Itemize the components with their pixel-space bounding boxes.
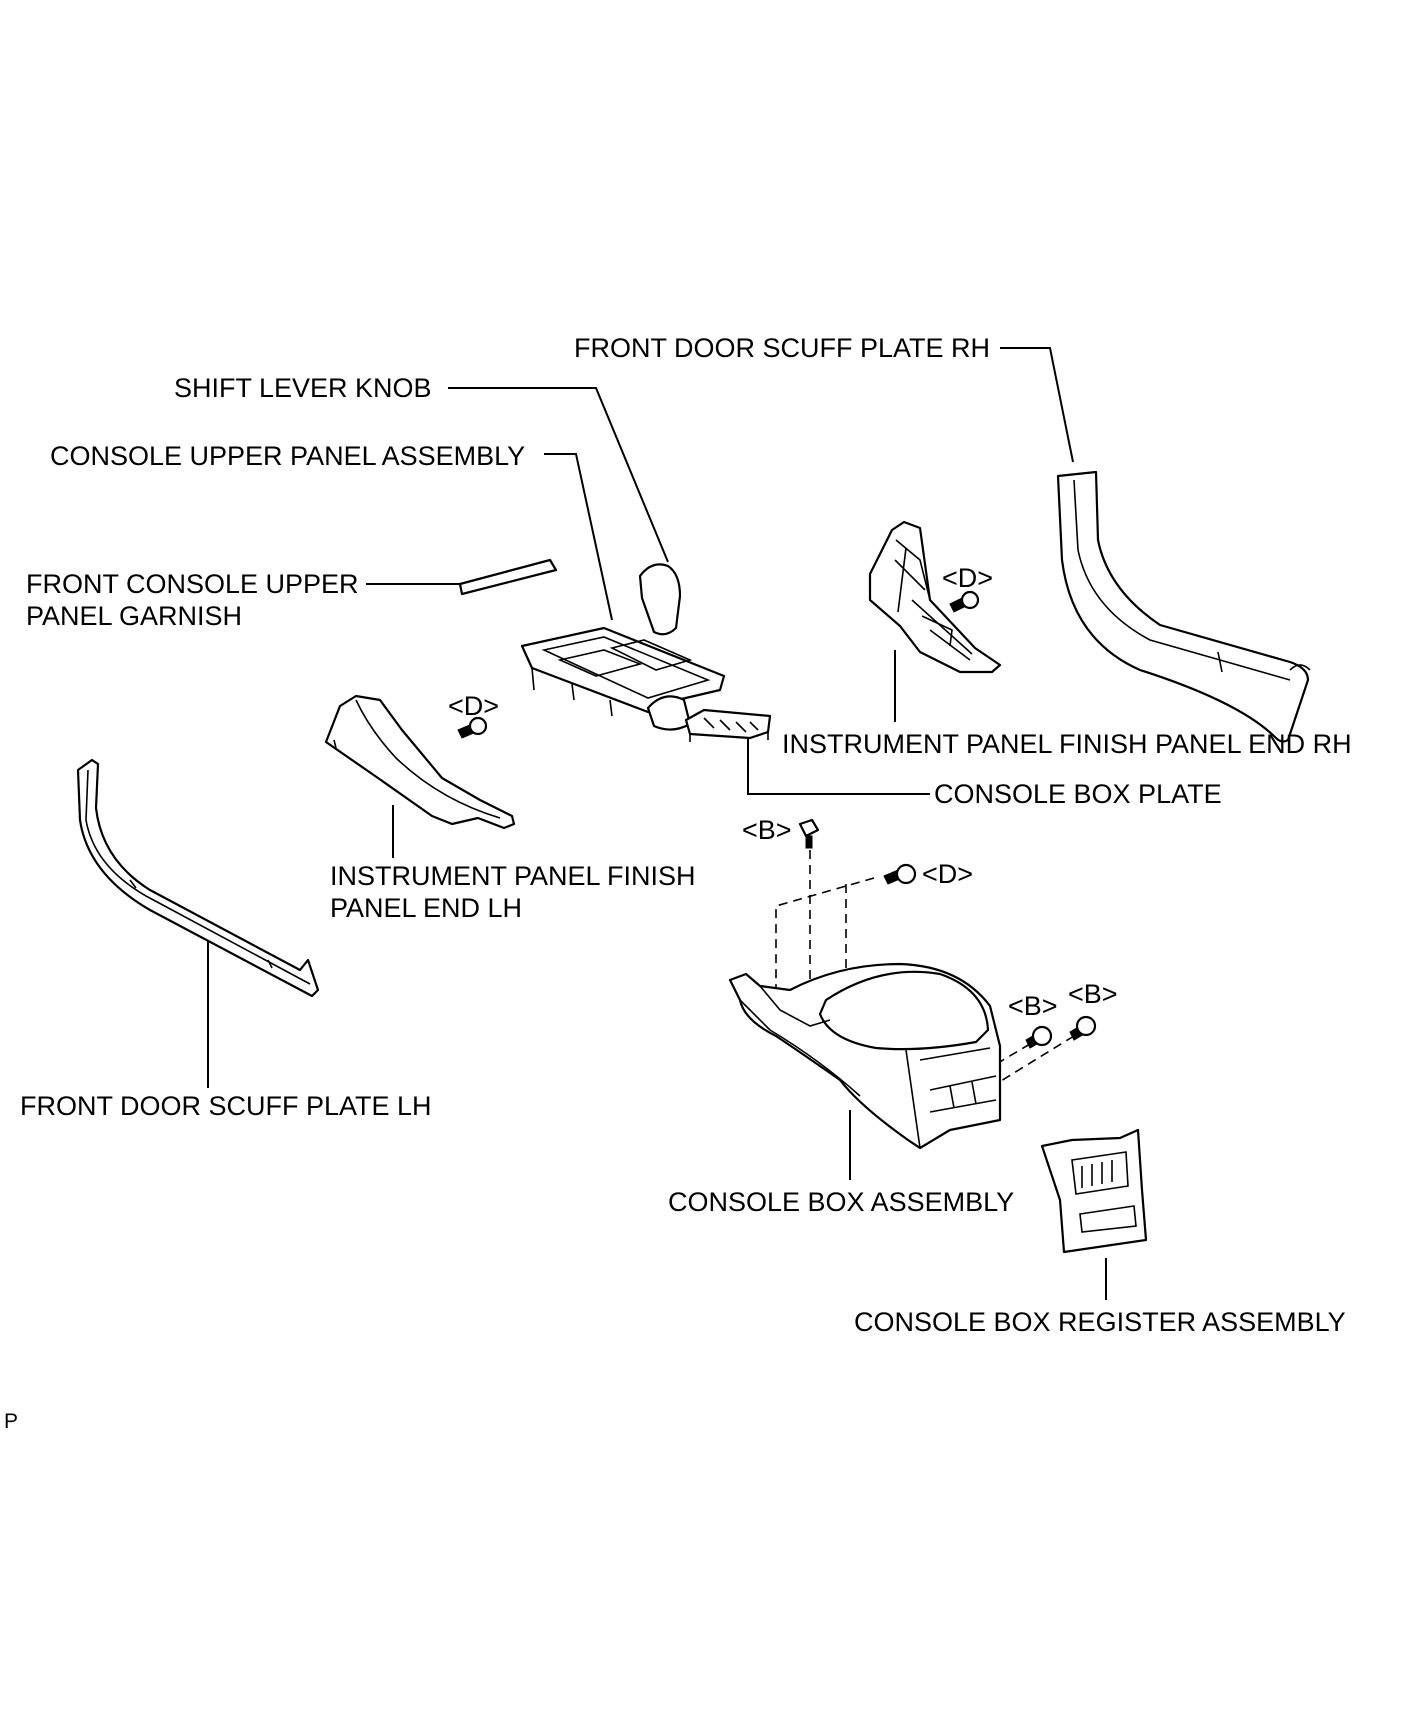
- leader-front-door-scuff-plate-rh: [1000, 347, 1074, 463]
- label-fastener-d-rh: <D>: [942, 563, 994, 593]
- console-box-plate: [684, 708, 772, 742]
- label-front-door-scuff-plate-lh: FRONT DOOR SCUFF PLATE LH: [20, 1091, 432, 1121]
- corner-mark: P: [4, 1410, 19, 1433]
- fastener-b-top: [798, 818, 820, 849]
- label-console-box-register-assembly: CONSOLE BOX REGISTER ASSEMBLY: [854, 1307, 1346, 1337]
- front-console-upper-panel-garnish: [458, 558, 558, 596]
- shift-lever-knob: [638, 563, 682, 636]
- label-console-box-plate: CONSOLE BOX PLATE: [934, 779, 1222, 809]
- front-door-scuff-plate-lh: [76, 758, 320, 998]
- label-fastener-b-top: <B>: [742, 815, 792, 845]
- fastener-d-rh: [949, 590, 980, 613]
- instrument-panel-finish-panel-end-lh: [324, 694, 516, 830]
- console-box-register-assembly: [1040, 1128, 1148, 1254]
- label-instrument-panel-finish-panel-end-lh-line2: PANEL END LH: [330, 893, 523, 923]
- label-shift-lever-knob: SHIFT LEVER KNOB: [174, 373, 432, 403]
- front-door-scuff-plate-rh: [1056, 470, 1311, 743]
- label-console-upper-panel-assembly: CONSOLE UPPER PANEL ASSEMBLY: [50, 441, 526, 471]
- label-console-box-assembly: CONSOLE BOX ASSEMBLY: [668, 1187, 1015, 1217]
- fastener-d-console: [883, 863, 917, 885]
- label-front-door-scuff-plate-rh: FRONT DOOR SCUFF PLATE RH: [574, 333, 991, 363]
- label-fastener-b-right2: <B>: [1068, 979, 1118, 1009]
- label-instrument-panel-finish-panel-end-rh: INSTRUMENT PANEL FINISH PANEL END RH: [782, 729, 1352, 759]
- label-fastener-d-lh: <D>: [448, 691, 500, 721]
- console-box-assembly: [728, 962, 1002, 1150]
- label-front-console-upper-panel-garnish-line2: PANEL GARNISH: [26, 601, 243, 631]
- label-fastener-d-console: <D>: [922, 859, 974, 889]
- leader-console-upper-panel: [544, 453, 613, 621]
- label-fastener-b-right1: <B>: [1008, 991, 1058, 1021]
- leader-shift-lever-knob: [448, 387, 669, 563]
- fastener-d-lh: [457, 716, 488, 739]
- dashed-line-d-console: [775, 877, 875, 1010]
- label-instrument-panel-finish-panel-end-lh-line1: INSTRUMENT PANEL FINISH: [330, 861, 696, 891]
- label-front-console-upper-panel-garnish-line1: FRONT CONSOLE UPPER: [26, 569, 359, 599]
- instrument-panel-finish-panel-end-rh: [868, 520, 1002, 674]
- leader-console-box-plate: [747, 735, 930, 795]
- console-upper-panel-assembly: [520, 626, 726, 731]
